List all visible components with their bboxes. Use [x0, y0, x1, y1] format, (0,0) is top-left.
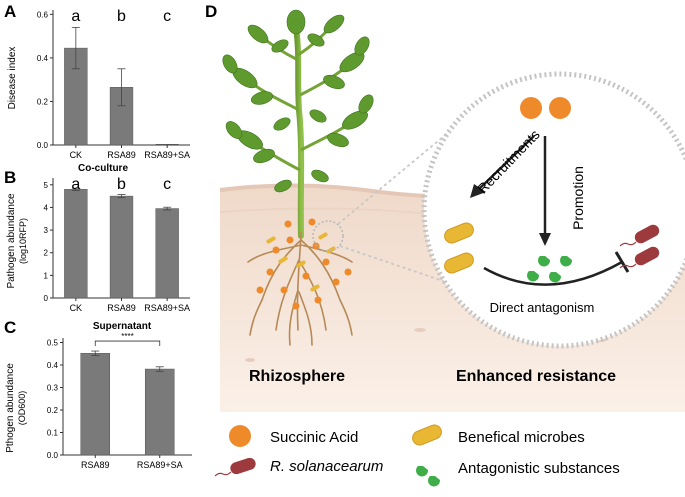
chart-b-title: Co-culture: [78, 163, 128, 174]
legend-pathogen-label: R. solanacearum: [270, 458, 383, 475]
x-tick-label: CK: [70, 150, 83, 160]
legend-beneficial-icon: [412, 424, 442, 446]
x-tick-label: RSA89+SA: [144, 303, 190, 313]
magnified-view: Recruitments Promotion Direct antagonism: [421, 71, 685, 349]
significance-letter: a: [71, 176, 80, 193]
significance-letter: b: [117, 8, 126, 25]
panel-letter-b: B: [4, 168, 16, 187]
chart-c-supernatant: Supernatant Pthogen abundance (OD600) 0.…: [5, 321, 192, 470]
x-tick-label: RSA89: [107, 303, 136, 313]
chart-c-y-axis-unit: (OD600): [17, 391, 27, 426]
x-tick-label: RSA89: [107, 150, 136, 160]
bar: [144, 368, 175, 456]
y-tick-label: 0.3: [47, 384, 59, 393]
zoom-line-top: [337, 126, 456, 225]
legend-beneficial-label: Benefical microbes: [458, 429, 585, 446]
x-tick-label: CK: [70, 303, 83, 313]
x-tick-label: RSA89+SA: [144, 150, 190, 160]
bar: [109, 195, 134, 299]
chart-a-y-axis-label: Disease index: [7, 47, 18, 110]
legend-succinic-acid-label: Succinic Acid: [270, 429, 358, 446]
bar: [155, 208, 179, 299]
succinic-acid-icon: [549, 97, 571, 119]
y-tick-label: 0.5: [47, 339, 59, 348]
y-tick-label: 0.6: [37, 10, 49, 19]
y-tick-label: 0.2: [37, 97, 49, 106]
y-tick-label: 0.4: [37, 54, 49, 63]
label-enhanced-resistance: Enhanced resistance: [456, 368, 616, 385]
significance-letter: c: [163, 176, 171, 193]
y-tick-label: 0.4: [47, 361, 59, 370]
significance-stars: ****: [121, 332, 133, 341]
significance-letter: c: [163, 8, 171, 25]
bar: [64, 189, 88, 299]
panel-letter-d: D: [205, 2, 217, 21]
significance-letter: a: [71, 8, 80, 25]
chart-b-y-axis-label: Pathogen abundance: [6, 193, 17, 289]
beneficial-microbe-icon: [444, 222, 474, 244]
beneficial-microbe-icon: [444, 252, 474, 274]
succinic-acid-icon: [520, 97, 542, 119]
y-tick-label: 0.1: [47, 429, 59, 438]
y-tick-label: 0.0: [47, 451, 59, 460]
significance-letter: b: [117, 176, 126, 193]
y-tick-label: 0: [44, 294, 49, 303]
zoom-line-bottom: [339, 245, 447, 283]
bar: [80, 353, 111, 456]
label-direct-antagonism: Direct antagonism: [490, 300, 595, 315]
panel-letter-a: A: [4, 2, 16, 21]
legend-pathogen-icon: [214, 457, 256, 477]
legend-antagonistic-icon: [416, 466, 441, 487]
chart-b-co-culture: Co-culture Pathogen abundance (log10RFP)…: [6, 163, 190, 313]
significance-bracket: [94, 340, 161, 347]
antagonism-inhibition-line: [483, 260, 623, 286]
pathogen-icon: [619, 246, 660, 269]
legend-antagonistic-label: Antagonistic substances: [458, 460, 620, 477]
y-tick-label: 5: [44, 181, 49, 190]
y-tick-label: 2: [44, 249, 49, 258]
y-tick-label: 0.0: [37, 141, 49, 150]
legend-succinic-acid-icon: [229, 425, 251, 447]
arrow-recruitments: [477, 135, 535, 191]
y-tick-label: 1: [44, 271, 49, 280]
y-tick-label: 3: [44, 226, 49, 235]
chart-b-y-axis-unit: (log10RFP): [18, 218, 28, 264]
x-tick-label: RSA89: [81, 460, 110, 470]
antagonistic-substance-icon: [527, 256, 573, 283]
y-tick-label: 0.2: [47, 406, 59, 415]
label-rhizosphere: Rhizosphere: [249, 368, 345, 385]
tomato-plant-icon: [222, 9, 374, 346]
x-tick-label: RSA89+SA: [137, 460, 183, 470]
legend: Succinic Acid R. solanacearum Benefical …: [214, 424, 620, 487]
panel-letter-c: C: [4, 318, 16, 337]
chart-c-title: Supernatant: [93, 321, 152, 332]
y-tick-label: 4: [44, 203, 49, 212]
chart-c-y-axis-label: Pthogen abundance: [5, 363, 16, 453]
pathogen-icon: [619, 224, 660, 247]
label-promotion: Promotion: [570, 166, 586, 230]
